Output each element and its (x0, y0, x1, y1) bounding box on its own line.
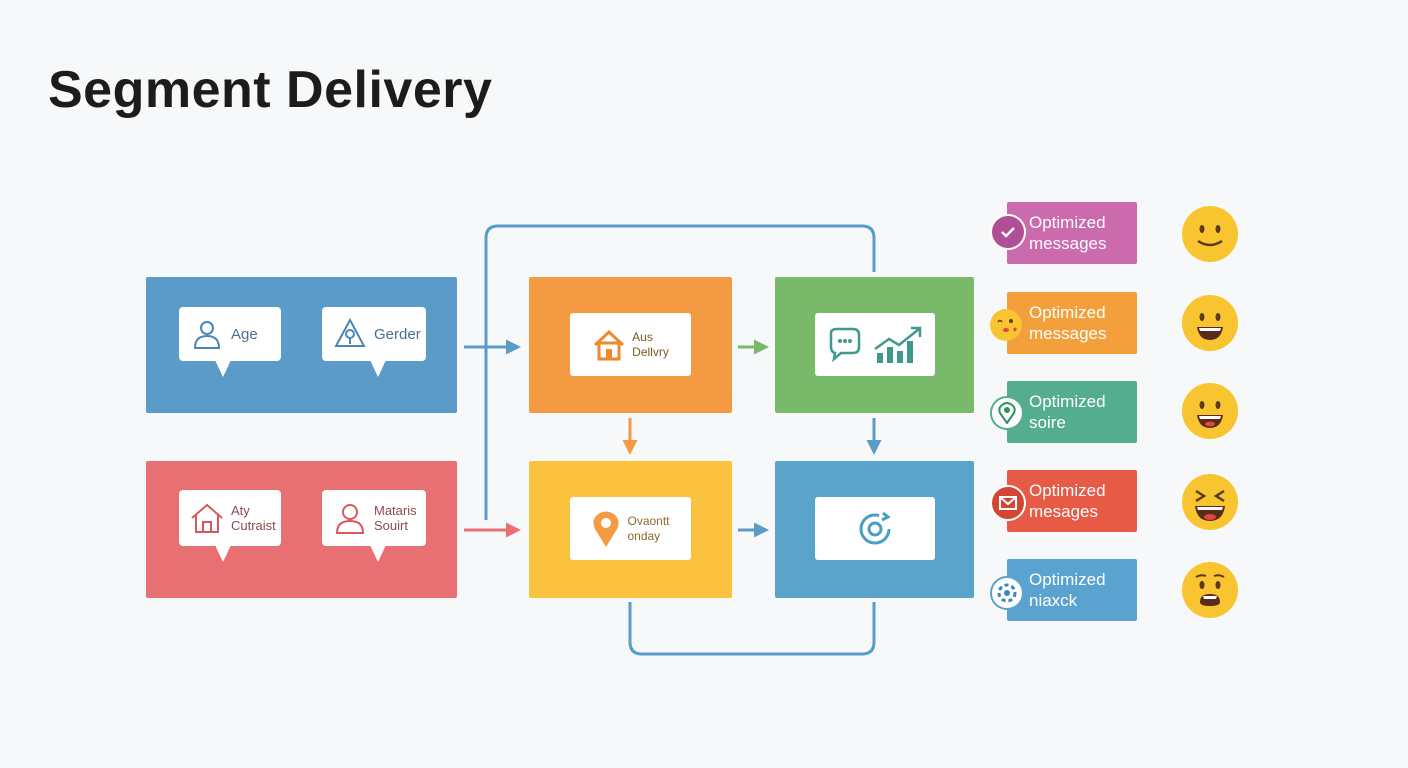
location-panel: Ovaontt onday (570, 497, 691, 560)
laugh-emoji-icon (1182, 474, 1238, 530)
outcome-pill-5: Optimized niaxck (1007, 559, 1137, 621)
user-icon (335, 504, 365, 534)
segment-label-marital: Mataris Souirt (374, 503, 417, 533)
outcome-pill-4: Optimized mesages (1007, 470, 1137, 532)
process-block-yellow: Ovaontt onday (529, 461, 732, 598)
segment-block-location: Aty Cutraist Mataris Souirt (146, 461, 457, 598)
outcome-pill-3-line1: Optimized (1029, 392, 1106, 411)
outcome-pill-2-line2: messages (1029, 324, 1107, 343)
mail-icon (990, 485, 1026, 521)
segment-label-city: Aty Cutraist (231, 503, 276, 533)
segment-label-age: Age (231, 325, 258, 343)
delivery-panel-label: Aus Dellvry (632, 329, 669, 359)
grin-emoji-icon (1182, 383, 1238, 439)
target-refresh-icon (859, 511, 891, 544)
process-block-orange: Aus Dellvry (529, 277, 732, 413)
outcome-pill-1-line1: Optimized (1029, 213, 1106, 232)
segment-block-demographics: Age Gerder (146, 277, 457, 413)
outcome-pill-2-line1: Optimized (1029, 303, 1106, 322)
location-pin-icon (990, 396, 1024, 430)
loop-connector-top (484, 224, 876, 520)
location-panel-label: Ovaontt onday (627, 513, 670, 543)
check-icon (990, 214, 1026, 250)
house-icon (191, 503, 223, 533)
person-icon (193, 321, 221, 349)
outcome-pill-3-line2: soire (1029, 413, 1066, 432)
process-block-blue (775, 461, 974, 598)
outcome-pill-5-line1: Optimized (1029, 570, 1106, 589)
outcome-pill-1: Optimized messages (1007, 202, 1137, 264)
outcome-pill-4-line1: Optimized (1029, 481, 1106, 500)
segment-label-gender: Gerder (374, 325, 421, 343)
process-block-green (775, 277, 974, 413)
shocked-emoji-icon (1182, 562, 1238, 618)
segment-bubble-gender: Gerder (322, 307, 426, 377)
badge-icon (990, 576, 1024, 610)
outcome-pill-3: Optimized soire (1007, 381, 1137, 443)
segment-bubble-age: Age (179, 307, 281, 377)
segment-bubble-city: Aty Cutraist (179, 490, 281, 562)
delivery-panel: Aus Dellvry (570, 313, 691, 376)
outcome-pill-5-line2: niaxck (1029, 591, 1078, 610)
chat-bubble-icon (829, 327, 861, 362)
location-pin-icon (593, 511, 620, 547)
page-title: Segment Delivery (48, 61, 493, 119)
engagement-panel (815, 313, 935, 376)
growth-chart-icon (874, 326, 922, 363)
segment-bubble-marital: Mataris Souirt (322, 490, 426, 562)
grin-emoji-icon (1182, 295, 1238, 351)
outcome-pill-1-line2: messages (1029, 234, 1107, 253)
outcome-pill-2: Optimized messages (1007, 292, 1137, 354)
gender-icon (334, 317, 366, 347)
targeting-panel (815, 497, 935, 560)
kiss-emoji-icon (990, 309, 1022, 341)
smile-emoji-icon (1182, 206, 1238, 262)
outcome-pill-4-line2: mesages (1029, 502, 1098, 521)
house-icon (594, 329, 625, 360)
loop-connector-bottom (628, 602, 876, 656)
